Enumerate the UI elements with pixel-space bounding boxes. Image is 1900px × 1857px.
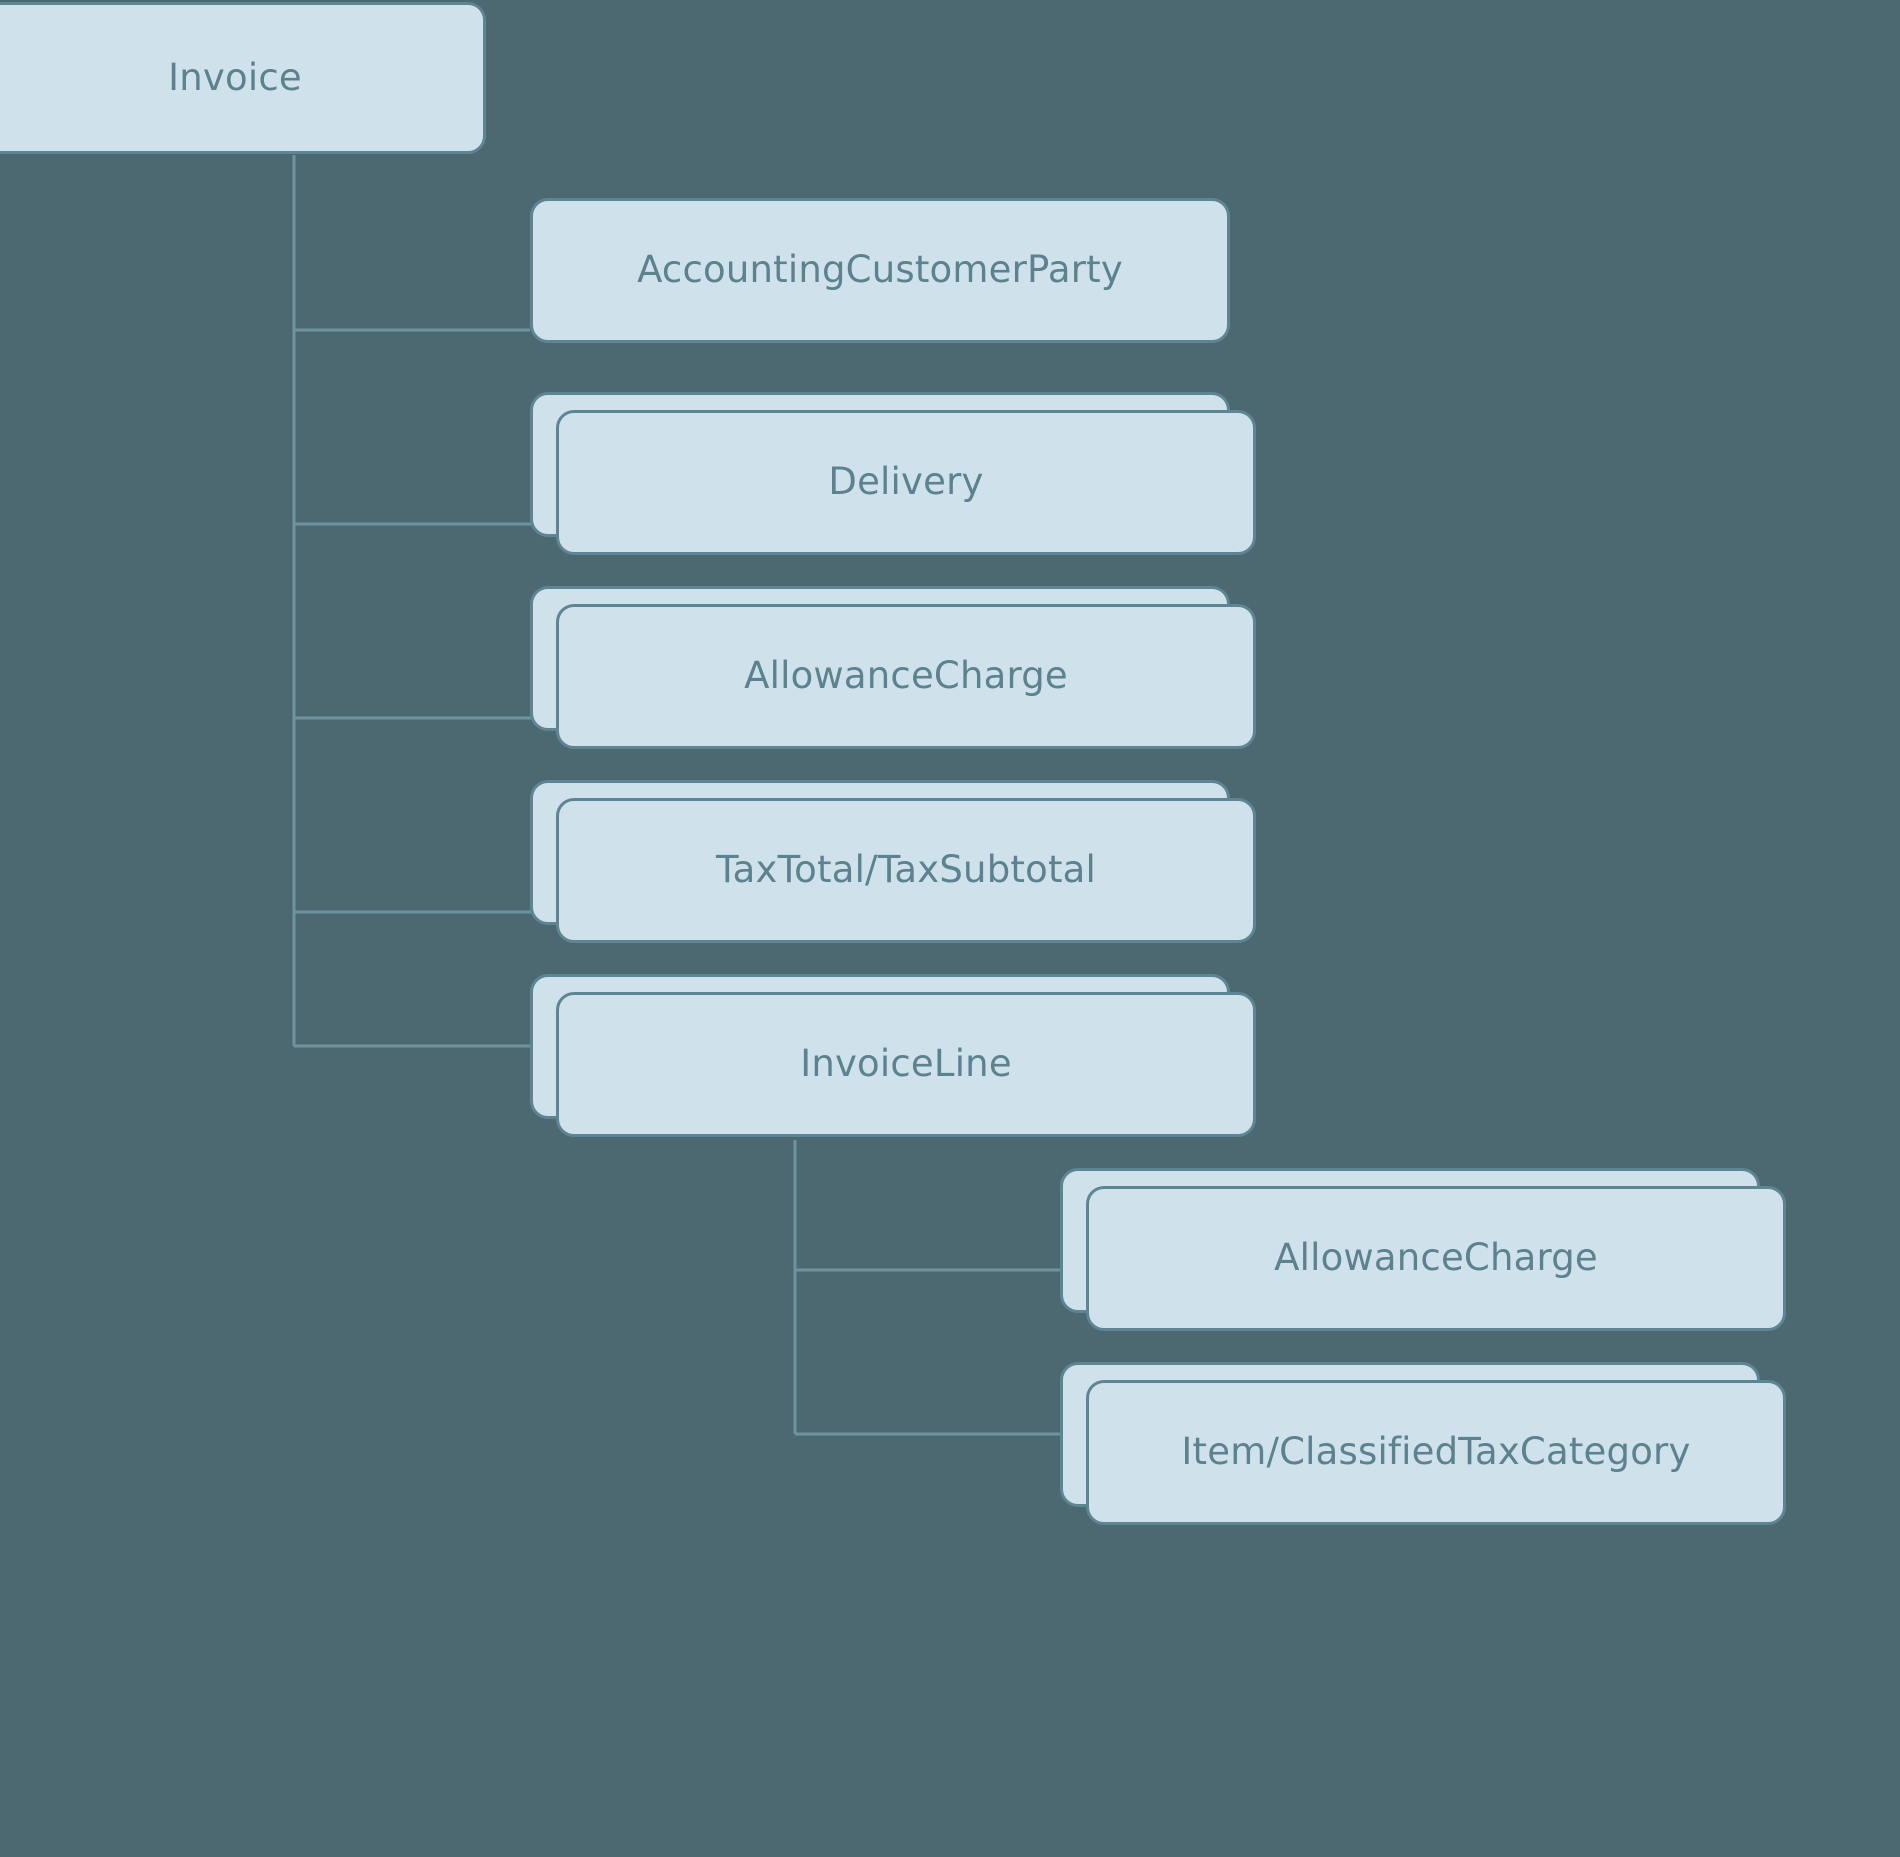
node-accounting-customer-party-card[interactable]: AccountingCustomerParty (530, 198, 1230, 343)
node-line-allowance-charge[interactable]: AllowanceCharge (1060, 1168, 1786, 1331)
node-line-allowance-charge-label: AllowanceCharge (1274, 1236, 1598, 1280)
node-invoice-line[interactable]: InvoiceLine (530, 974, 1256, 1137)
node-invoice-line-card[interactable]: InvoiceLine (556, 992, 1256, 1137)
node-item-classified-tax-category-label: Item/ClassifiedTaxCategory (1181, 1430, 1691, 1474)
node-tax-total-tax-subtotal-card[interactable]: TaxTotal/TaxSubtotal (556, 798, 1256, 943)
node-invoice-line-label: InvoiceLine (800, 1042, 1012, 1086)
node-accounting-customer-party-label: AccountingCustomerParty (637, 248, 1123, 292)
node-invoice[interactable]: Invoice (0, 2, 486, 154)
node-invoice-label: Invoice (168, 55, 302, 99)
node-delivery-label: Delivery (828, 460, 984, 504)
node-line-allowance-charge-card[interactable]: AllowanceCharge (1086, 1186, 1786, 1331)
node-item-classified-tax-category-card[interactable]: Item/ClassifiedTaxCategory (1086, 1380, 1786, 1525)
node-tax-total-tax-subtotal-label: TaxTotal/TaxSubtotal (716, 848, 1096, 892)
node-tax-total-tax-subtotal[interactable]: TaxTotal/TaxSubtotal (530, 780, 1256, 943)
node-accounting-customer-party[interactable]: AccountingCustomerParty (530, 198, 1230, 343)
node-delivery[interactable]: Delivery (530, 392, 1256, 555)
node-delivery-card[interactable]: Delivery (556, 410, 1256, 555)
node-invoice-card[interactable]: Invoice (0, 2, 486, 154)
node-allowance-charge[interactable]: AllowanceCharge (530, 586, 1256, 749)
node-item-classified-tax-category[interactable]: Item/ClassifiedTaxCategory (1060, 1362, 1786, 1525)
node-allowance-charge-label: AllowanceCharge (744, 654, 1068, 698)
node-allowance-charge-card[interactable]: AllowanceCharge (556, 604, 1256, 749)
